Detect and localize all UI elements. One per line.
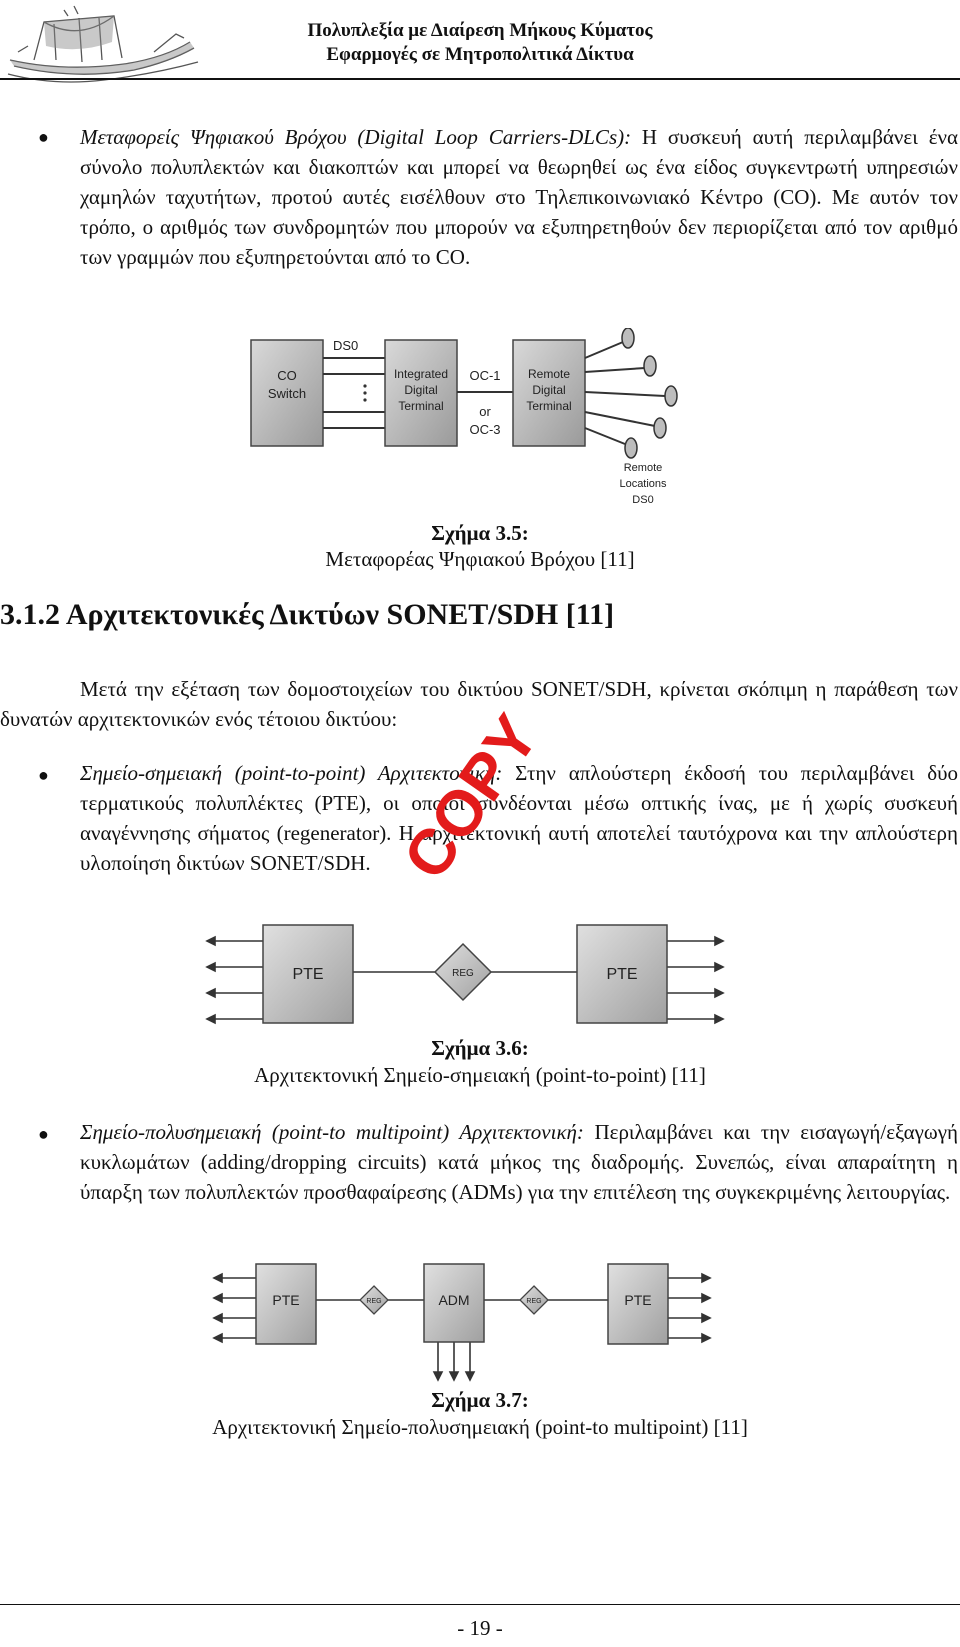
section-title: 3.1.2 Αρχιτεκτονικές Δικτύων SONET/SDH [… bbox=[0, 598, 615, 631]
figure-3-6-caption-number: Σχήμα 3.6: bbox=[0, 1034, 960, 1063]
p2p-text: Στην απλούστερη έκδοσή του περιλαμβάνει … bbox=[80, 761, 958, 875]
bullet-icon: ● bbox=[38, 765, 49, 785]
reg-right-diamond bbox=[519, 1285, 549, 1315]
remote-node bbox=[624, 437, 638, 459]
ds0-top-label: DS0 bbox=[333, 338, 358, 353]
reg-right-label: REG bbox=[526, 1298, 541, 1305]
pte-left-box bbox=[262, 924, 354, 1024]
figure-3-7-number: Σχήμα 3.7: bbox=[431, 1388, 529, 1412]
pte-left-label: PTE bbox=[272, 1292, 299, 1308]
pte-right-box bbox=[576, 924, 668, 1024]
bullet-icon: ● bbox=[38, 127, 49, 147]
dlc-paragraph: Μεταφορείς Ψηφιακού Βρόχου (Digital Loop… bbox=[80, 122, 958, 272]
pte-right-box bbox=[607, 1263, 669, 1345]
remote-label-2: Locations bbox=[619, 478, 667, 490]
remote-label-3: DS0 bbox=[632, 494, 653, 506]
remote-node bbox=[643, 355, 657, 377]
reg-label: REG bbox=[452, 968, 474, 979]
remote-node bbox=[653, 417, 667, 439]
or-label: or bbox=[479, 404, 491, 419]
footer-divider bbox=[0, 1604, 960, 1605]
idt-label-2: Digital bbox=[404, 383, 437, 397]
co-label-1: CO bbox=[277, 368, 297, 383]
dlc-text: Η συσκευή αυτή περιλαμβάνει ένα σύνολο π… bbox=[80, 125, 959, 269]
page-number: - 19 - bbox=[457, 1616, 503, 1640]
remote-label-1: Remote bbox=[624, 462, 663, 474]
figure-3-5-number: Σχήμα 3.5: bbox=[431, 521, 529, 545]
figure-3-6-p2p-diagram: PTE REG PTE bbox=[205, 924, 725, 1025]
figure-3-7-p2mp-diagram: PTE REG ADM REG PTE bbox=[212, 1263, 712, 1382]
rdt-label-2: Digital bbox=[532, 383, 565, 397]
rdt-label-1: Remote bbox=[528, 367, 570, 381]
figure-3-5-caption: Μεταφορέας Ψηφιακού Βρόχου [11] bbox=[325, 547, 635, 571]
figure-3-5-caption-number: Σχήμα 3.5: bbox=[0, 519, 960, 548]
figure-3-7-caption-number: Σχήμα 3.7: bbox=[0, 1386, 960, 1415]
p2p-paragraph: Σημείο-σημειακή (point-to-point) Αρχιτεκ… bbox=[80, 758, 958, 878]
intro-paragraph: Μετά την εξέταση των δομοστοιχείων του δ… bbox=[0, 674, 958, 734]
p2p-term: Σημείο-σημειακή (point-to-point) Αρχιτεκ… bbox=[80, 761, 503, 785]
idt-label-1: Integrated bbox=[394, 367, 448, 381]
remote-node bbox=[621, 328, 635, 349]
header-divider bbox=[0, 78, 960, 80]
reg-left-label: REG bbox=[366, 1298, 381, 1305]
oc3-label: OC-3 bbox=[469, 422, 500, 437]
figure-3-5-dlc-diagram: CO Switch DS0 Integrated Digital Termina… bbox=[250, 328, 678, 506]
adm-box bbox=[423, 1263, 485, 1343]
intro-text: Μετά την εξέταση των δομοστοιχείων του δ… bbox=[0, 677, 958, 731]
reg-left-diamond bbox=[359, 1285, 389, 1315]
header-title-line2: Εφαρμογές σε Μητροπολιτικά Δίκτυα bbox=[326, 44, 634, 65]
idt-label-3: Terminal bbox=[398, 399, 443, 413]
co-switch-box bbox=[250, 339, 324, 447]
dlc-term: Μεταφορείς Ψηφιακού Βρόχου (Digital Loop… bbox=[80, 125, 632, 149]
figure-3-6-caption: Αρχιτεκτονική Σημείο-σημειακή (point-to-… bbox=[254, 1063, 706, 1087]
bullet-icon: ● bbox=[38, 1124, 49, 1144]
rdt-box bbox=[512, 339, 586, 447]
co-label-2: Switch bbox=[268, 386, 306, 401]
rdt-label-3: Terminal bbox=[526, 399, 571, 413]
adm-label: ADM bbox=[438, 1292, 469, 1308]
p2mp-term: Σημείο-πολυσημειακή (point-to multipoint… bbox=[80, 1120, 584, 1144]
pte-left-box bbox=[255, 1263, 317, 1345]
oc1-label: OC-1 bbox=[469, 368, 500, 383]
p2mp-paragraph: Σημείο-πολυσημειακή (point-to multipoint… bbox=[80, 1117, 958, 1207]
idt-box bbox=[384, 339, 458, 447]
header-title-line1: Πολυπλεξία με Διαίρεση Μήκους Κύματος bbox=[307, 20, 653, 41]
reg-diamond bbox=[433, 942, 493, 1002]
remote-node bbox=[664, 385, 678, 407]
pte-right-label: PTE bbox=[606, 966, 637, 983]
ship-logo-icon bbox=[7, 5, 199, 83]
figure-3-6-number: Σχήμα 3.6: bbox=[431, 1036, 529, 1060]
pte-left-label: PTE bbox=[292, 966, 323, 983]
pte-right-label: PTE bbox=[624, 1292, 651, 1308]
p2mp-text: Περιλαμβάνει και την εισαγωγή/εξαγωγή κυ… bbox=[80, 1120, 958, 1204]
figure-3-7-caption: Αρχιτεκτονική Σημείο-πολυσημειακή (point… bbox=[212, 1415, 748, 1439]
